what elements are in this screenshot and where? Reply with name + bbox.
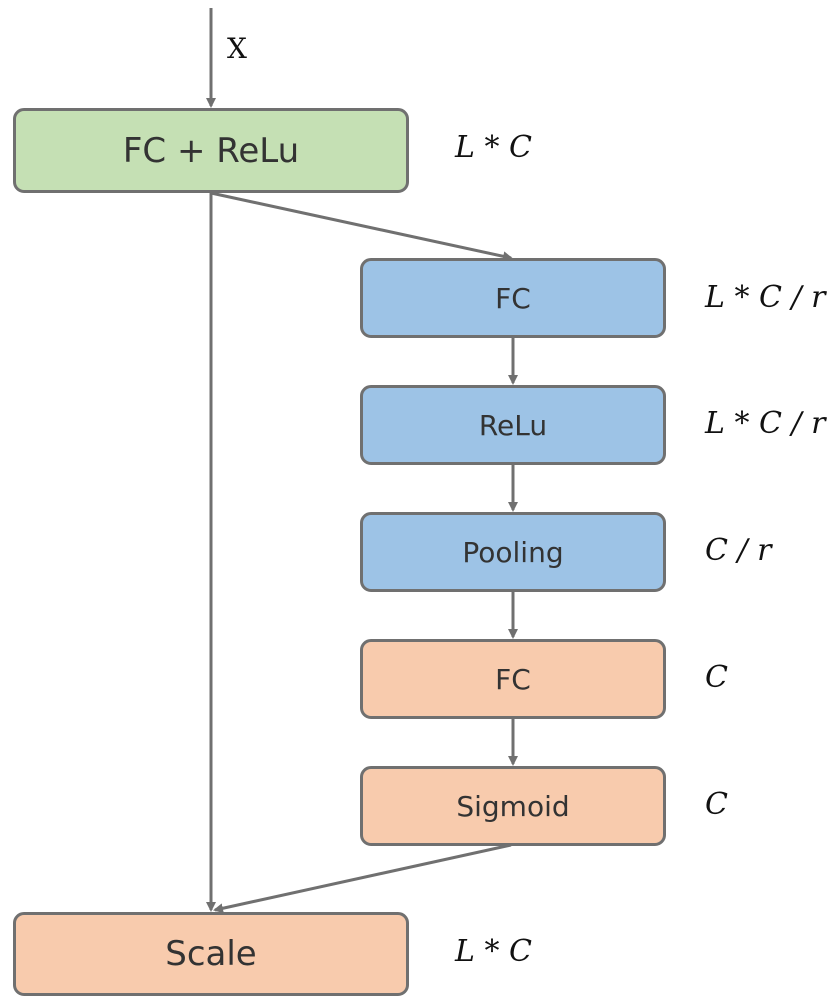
fc-excitation-dimension: C (705, 660, 728, 695)
fc-excitation-block: FC (360, 639, 666, 719)
scale-dimension: L * C (455, 934, 532, 969)
fc-block: FC (360, 258, 666, 338)
branch-arrow (210, 191, 513, 262)
sigmoid-dimension: C (705, 787, 728, 822)
fc-relu-block: FC + ReLu (13, 108, 409, 193)
pooling-dimension: C / r (705, 533, 772, 568)
sigmoid-to-scale-arrow (213, 843, 512, 914)
input-label: X (227, 32, 247, 65)
pooling-block: Pooling (360, 512, 666, 592)
fc-dimension: L * C / r (705, 280, 826, 315)
fc-relu-dimension: L * C (455, 130, 532, 165)
scale-block: Scale (13, 912, 409, 996)
relu-dimension: L * C / r (705, 406, 826, 441)
relu-block: ReLu (360, 385, 666, 465)
sigmoid-block: Sigmoid (360, 766, 666, 846)
